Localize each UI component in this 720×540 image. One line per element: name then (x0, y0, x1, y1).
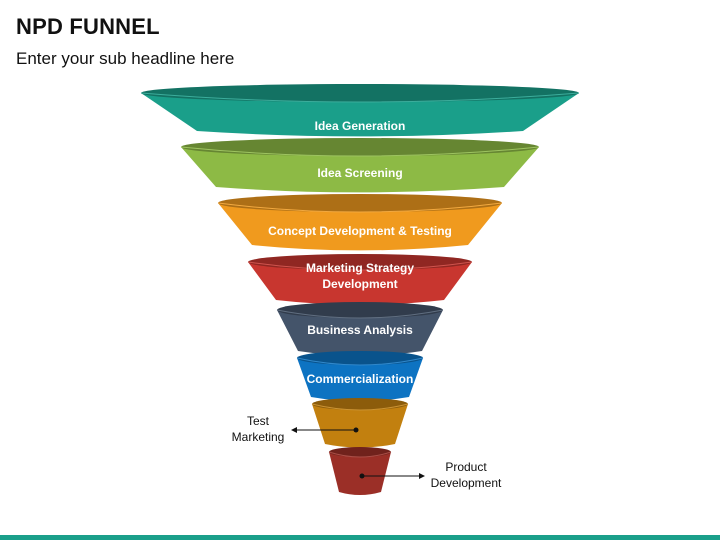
funnel-stage-5 (276, 302, 444, 356)
funnel-stage-6-body (297, 358, 423, 402)
funnel-stage-2 (180, 138, 540, 193)
funnel-stage-2-rim (181, 138, 539, 156)
funnel-stage-6-edge (296, 357, 424, 366)
funnel-stage-2-edge (180, 146, 540, 157)
funnel-stage-5-label: Business Analysis (307, 323, 413, 337)
funnel-bottom-stage-2-body (329, 452, 391, 495)
funnel-stage-6-label: Commercialization (307, 372, 414, 386)
funnel-stage-4 (247, 254, 473, 305)
funnel-bottom-stage-2 (328, 447, 392, 495)
funnel-stage-3-rim (218, 194, 502, 212)
funnel-stage-4-rim (248, 254, 472, 270)
funnel-stage-1-rim (141, 84, 579, 102)
funnel-stage-4-edge (247, 261, 473, 271)
funnel-stage-6-rim (297, 351, 423, 365)
product-development-label: Product Development (430, 460, 502, 490)
funnel-bottom-stage-2-rim (329, 447, 391, 457)
funnel-stage-6 (296, 351, 424, 402)
funnel-stage-1-edge (140, 92, 580, 103)
funnel-stage-5-edge (276, 309, 444, 319)
funnel-stage-2-body (181, 147, 539, 193)
funnel-bottom-stage-1-rim (312, 398, 408, 410)
funnel-bottom-stage-1-body (312, 404, 408, 448)
funnel-stage-3-body (218, 203, 502, 251)
funnel-stage-3 (217, 194, 503, 251)
funnel-stage-3-edge (217, 202, 503, 213)
funnel-stage-1 (140, 84, 580, 137)
funnel-stage-1-body (141, 93, 579, 137)
funnel-stage-5-body (277, 310, 443, 356)
funnel-stage-5-rim (277, 302, 443, 318)
page-title: NPD FUNNEL (16, 14, 160, 39)
funnel-stage-2-label: Idea Screening (317, 166, 402, 180)
page-subtitle: Enter your sub headline here (16, 49, 235, 68)
funnel-stage-4-body (248, 262, 472, 305)
funnel-bottom-stage-2-edge (328, 451, 392, 458)
bottom-accent-bar (0, 535, 720, 540)
funnel-stage-3-label: Concept Development & Testing (268, 224, 452, 238)
funnel-stage-1-label: Idea Generation (315, 119, 406, 133)
funnel-bottom-stage-1-edge (311, 403, 409, 411)
funnel-bottom-stage-1 (311, 398, 409, 448)
test-marketing-label: Test Marketing (231, 414, 285, 444)
